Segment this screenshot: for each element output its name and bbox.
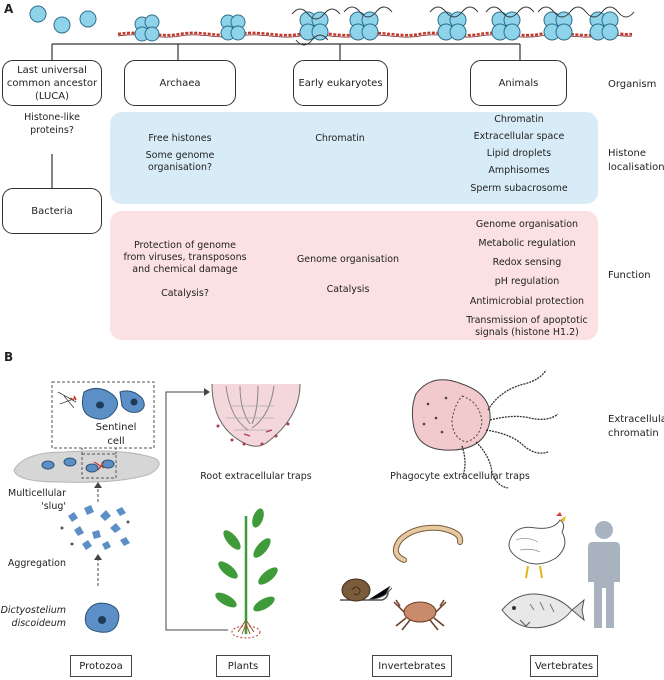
panel-a-label: A	[4, 2, 14, 16]
node-early-eukaryotes: Early eukaryotes	[293, 60, 388, 106]
node-bacteria: Bacteria	[2, 188, 102, 234]
fish-icon	[501, 593, 585, 629]
nucleosome-group-2	[220, 14, 246, 41]
function-animals: Genome organisation Metabolic regulation…	[466, 219, 588, 338]
chicken-icon	[508, 512, 566, 579]
nucleosome-group-3	[291, 8, 341, 46]
category-plants: Plants	[216, 655, 270, 677]
human-icon	[588, 521, 620, 628]
function-early-eukaryotes: Genome organisation Catalysis	[296, 254, 400, 296]
nucleosome-group-7	[537, 6, 635, 41]
localisation-archaea: Free histones Some genome organisation?	[145, 133, 215, 174]
category-vertebrates: Vertebrates	[530, 655, 598, 677]
phagocyte-icon	[411, 369, 559, 489]
function-band	[110, 211, 598, 340]
nucleosome-group-6	[485, 6, 535, 41]
free-histone-2	[53, 16, 71, 34]
crab-icon	[393, 599, 447, 631]
phagocyte-traps-label: Phagocyte extracellular traps	[390, 471, 530, 482]
aggregating-cells	[60, 505, 130, 550]
function-archaea: Protection of genome from viruses, trans…	[123, 240, 247, 300]
sentinel-cell-label: Sentinel cell	[95, 422, 137, 447]
panel-b-label: B	[4, 350, 14, 364]
worm-icon	[392, 524, 464, 563]
localisation-early-eukaryotes: Chromatin	[315, 133, 365, 144]
row-label-organism: Organism	[608, 79, 657, 90]
aggregation-label: Aggregation	[7, 558, 66, 569]
row-label-localisation: Histone localisation	[608, 148, 664, 173]
localisation-animals: Chromatin Extracellular space Lipid drop…	[470, 114, 568, 194]
node-animals: Animals	[470, 60, 567, 106]
dicty-label: Dictyostelium discoideum	[0, 605, 66, 629]
category-protozoa: Protozoa	[70, 655, 132, 677]
nucleosome-group-5	[429, 6, 479, 41]
row-label-function: Function	[608, 270, 651, 281]
category-invertebrates: Invertebrates	[372, 655, 452, 677]
node-luca: Last universal common ancestor (LUCA)	[2, 60, 102, 106]
histone-like-proteins-label: Histone-like proteins?	[24, 112, 80, 136]
free-histone-3	[79, 10, 97, 28]
nucleosome-group-4	[343, 6, 393, 41]
root-traps-label: Root extracellular traps	[200, 471, 312, 482]
root-trap-icon	[211, 383, 301, 447]
localisation-band	[110, 112, 598, 204]
extracellular-chromatin-label: Extracellular chromatin	[608, 414, 664, 439]
free-histone-1	[29, 5, 47, 23]
plant-icon	[215, 508, 278, 639]
snail-icon	[340, 578, 393, 602]
slug-label: Multicellular 'slug'	[8, 488, 66, 512]
nucleosome-group-archaea	[134, 14, 160, 42]
sentinel-cell-icon	[57, 388, 145, 420]
node-archaea: Archaea	[124, 60, 236, 106]
